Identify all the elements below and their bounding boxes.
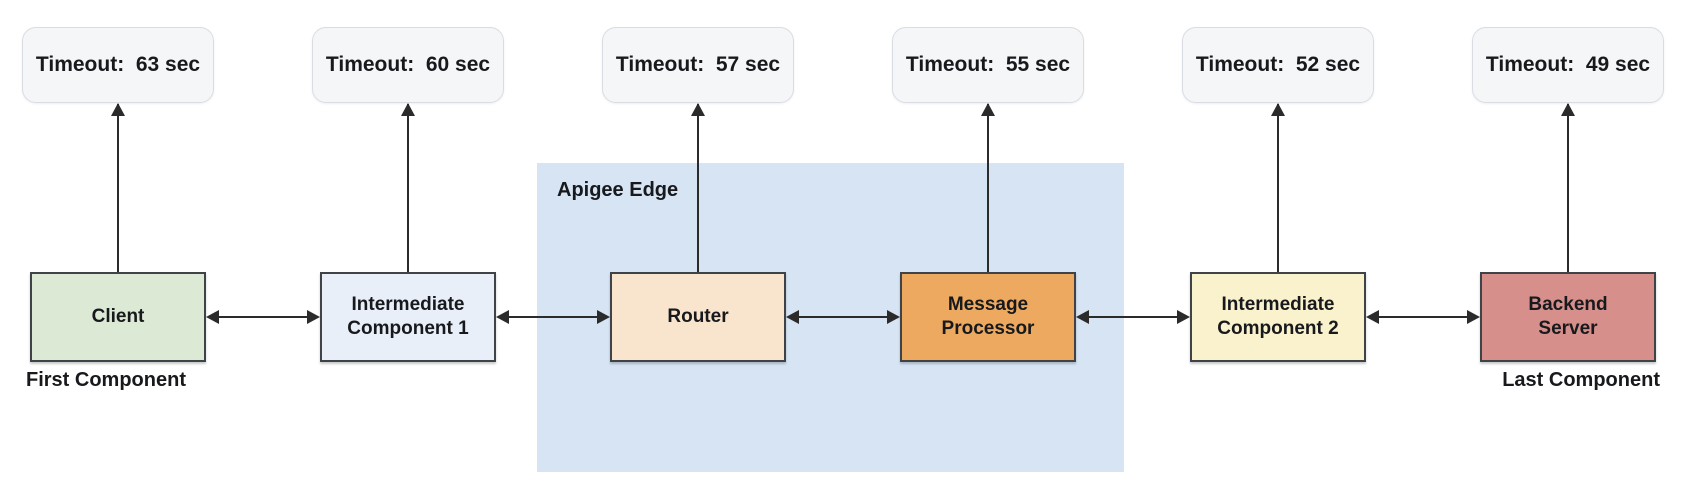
timeout-label: Timeout: 52 sec (1195, 53, 1361, 76)
bidirectional-arrow (1076, 309, 1190, 325)
apigee-edge-label: Apigee Edge (557, 179, 679, 201)
bidirectional-arrow (206, 309, 320, 325)
arrow-up-head-icon (691, 103, 705, 116)
component-label-line: Intermediate (351, 294, 465, 315)
bidirectional-arrow (786, 309, 900, 325)
arrow-up-head-icon (1561, 103, 1575, 116)
timeout-label: Timeout: 63 sec (35, 53, 201, 76)
arrow-to-timeout-line (407, 104, 409, 272)
timeout-label: Timeout: 60 sec (325, 53, 491, 76)
timeout-callout: Timeout: 55 sec (892, 27, 1084, 103)
component-sublabel-client: First Component (26, 369, 186, 391)
arrow-right-head-icon (887, 310, 900, 324)
timeout-callout: Timeout: 57 sec (602, 27, 794, 103)
arrow-to-timeout-line (697, 104, 699, 272)
component-label-line: Message (947, 294, 1029, 315)
arrow-line (795, 316, 891, 318)
component-label-line: Server (1538, 318, 1598, 339)
arrow-to-timeout-line (1277, 104, 1279, 272)
arrow-line (1085, 316, 1181, 318)
arrow-right-head-icon (1467, 310, 1480, 324)
timeout-callout: Timeout: 63 sec (22, 27, 214, 103)
arrow-left-head-icon (1076, 310, 1089, 324)
component-label-line: Router (667, 306, 729, 327)
arrow-up-head-icon (111, 103, 125, 116)
arrow-left-head-icon (1366, 310, 1379, 324)
timeout-callout: Timeout: 49 sec (1472, 27, 1664, 103)
component-column-client: Timeout: 63 sec Client First Component (22, 0, 214, 496)
component-label-line: Component 1 (347, 318, 469, 339)
timeout-label: Timeout: 55 sec (905, 53, 1071, 76)
component-sublabel-backend-server: Last Component (1502, 369, 1660, 391)
timeout-callout: Timeout: 52 sec (1182, 27, 1374, 103)
arrow-up-head-icon (981, 103, 995, 116)
component-box-client: Client (30, 272, 206, 362)
bidirectional-arrow (1366, 309, 1480, 325)
bidirectional-arrow (496, 309, 610, 325)
component-column-router: Timeout: 57 sec Router (602, 0, 794, 496)
arrow-left-head-icon (786, 310, 799, 324)
arrow-to-timeout-line (987, 104, 989, 272)
arrow-left-head-icon (206, 310, 219, 324)
component-box-router: Router (610, 272, 786, 362)
arrow-line (505, 316, 601, 318)
arrow-to-timeout-line (1567, 104, 1569, 272)
timeout-label: Timeout: 57 sec (615, 53, 781, 76)
arrow-left-head-icon (496, 310, 509, 324)
component-label-line: Intermediate (1221, 294, 1335, 315)
arrow-right-head-icon (597, 310, 610, 324)
component-label-line: Component 2 (1217, 318, 1339, 339)
component-label-line: Client (91, 306, 145, 327)
arrow-line (1375, 316, 1471, 318)
timeout-label: Timeout: 49 sec (1485, 53, 1651, 76)
arrow-to-timeout-line (117, 104, 119, 272)
arrow-right-head-icon (1177, 310, 1190, 324)
arrow-up-head-icon (401, 103, 415, 116)
arrow-up-head-icon (1271, 103, 1285, 116)
timeout-callout: Timeout: 60 sec (312, 27, 504, 103)
component-label-line: Processor (941, 318, 1035, 339)
arrow-right-head-icon (307, 310, 320, 324)
arrow-line (215, 316, 311, 318)
component-label-line: Backend (1528, 294, 1608, 315)
